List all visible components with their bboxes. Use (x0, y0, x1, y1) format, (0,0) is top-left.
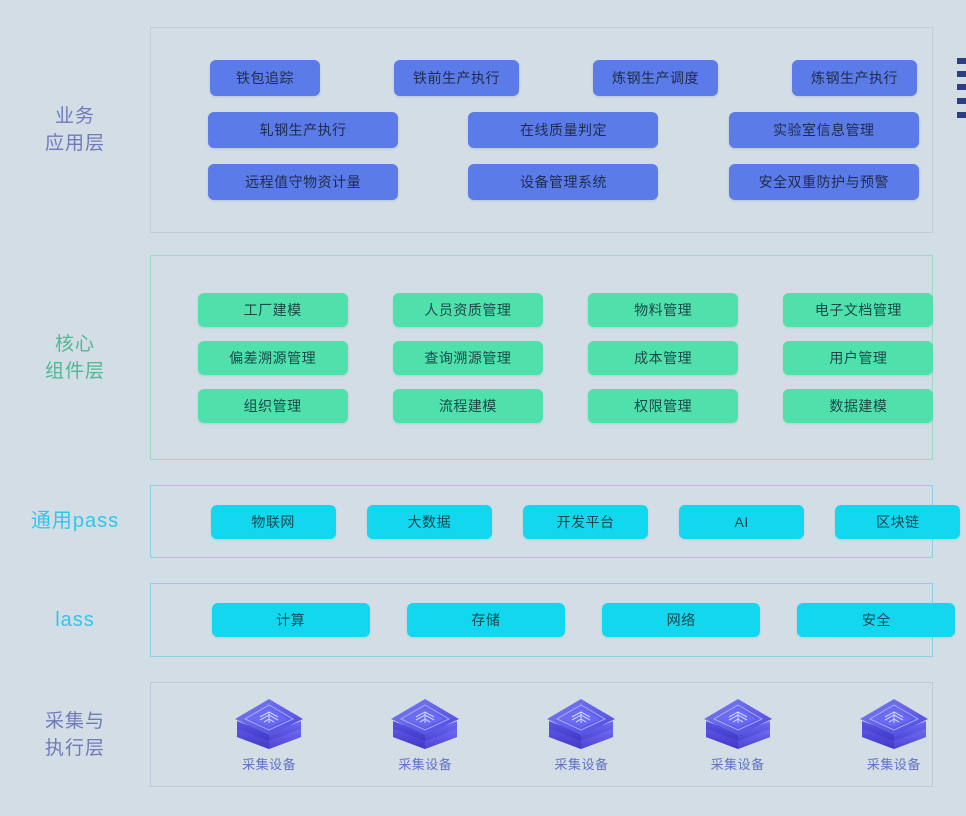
edge-marker (957, 84, 966, 90)
module-chip[interactable]: 数据建模 (783, 388, 934, 423)
module-chip[interactable]: 开发平台 (522, 504, 648, 539)
collection-device-label: 采集设备 (398, 756, 453, 772)
layer-label-line: 组件层 (44, 360, 105, 382)
core-row-1: 工厂建模 人员资质管理 物料管理 电子文档管理 (151, 292, 966, 327)
module-chip[interactable]: 偏差溯源管理 (197, 340, 348, 375)
paas-row-1: 物联网 大数据 开发平台 AI 区块链 (151, 504, 966, 539)
module-chip[interactable]: 电子文档管理 (783, 292, 934, 327)
edge-marker-group (948, 58, 966, 120)
business-row-3: 远程值守物资计量 设备管理系统 安全双重防护与预警 (151, 164, 966, 200)
collection-device-label: 采集设备 (242, 756, 297, 772)
layer-label-business-application: 业务 应用层 (0, 27, 150, 233)
layer-label-general-paas: 通用pass (0, 485, 150, 558)
module-chip[interactable]: 轧钢生产执行 (208, 112, 399, 148)
module-chip[interactable]: 炼钢生产调度 (593, 60, 718, 96)
module-chip[interactable]: 用户管理 (783, 340, 934, 375)
module-chip[interactable]: 工厂建模 (197, 292, 348, 327)
module-chip[interactable]: 实验室信息管理 (728, 112, 919, 148)
business-row-1: 铁包追踪 铁前生产执行 炼钢生产调度 炼钢生产执行 (151, 60, 966, 96)
layer-label-line: 应用层 (44, 133, 105, 154)
collection-device-cube-icon (547, 698, 616, 749)
edge-marker (957, 58, 966, 64)
panel-general-paas: 物联网 大数据 开发平台 AI 区块链 (150, 485, 961, 558)
layer-business-application: 业务 应用层 铁包追踪 铁前生产执行 炼钢生产调度 炼钢生产执行 轧钢生产执行 … (0, 27, 966, 233)
module-chip[interactable]: 流程建模 (392, 388, 543, 423)
layer-label-line: 业务 (54, 106, 95, 127)
module-chip[interactable]: 计算 (211, 603, 370, 637)
panel-business-application: 铁包追踪 铁前生产执行 炼钢生产调度 炼钢生产执行 轧钢生产执行 在线质量判定 … (150, 27, 933, 233)
panel-collection-execution: 采集设备 (150, 682, 933, 787)
edge-marker (957, 112, 966, 118)
module-chip[interactable]: 铁前生产执行 (394, 60, 519, 96)
iaas-row-1: 计算 存储 网络 安全 (151, 603, 966, 637)
module-chip[interactable]: 物联网 (210, 504, 336, 539)
module-chip[interactable]: 人员资质管理 (392, 292, 543, 327)
layer-label-iaas: lass (0, 583, 150, 657)
collection-device-row: 采集设备 (151, 697, 966, 773)
module-chip[interactable]: 远程值守物资计量 (208, 164, 399, 200)
edge-marker (957, 98, 966, 104)
collection-device-cube-icon (391, 698, 460, 749)
module-chip[interactable]: 存储 (406, 603, 565, 637)
panel-core-component: 工厂建模 人员资质管理 物料管理 电子文档管理 偏差溯源管理 查询溯源管理 成本… (150, 255, 934, 460)
module-chip[interactable]: 铁包追踪 (210, 60, 320, 96)
module-chip[interactable]: 成本管理 (588, 340, 739, 375)
module-chip[interactable]: 在线质量判定 (468, 112, 659, 148)
core-row-2: 偏差溯源管理 查询溯源管理 成本管理 用户管理 (151, 340, 966, 375)
module-chip[interactable]: 安全 (797, 603, 956, 637)
collection-device-cube-icon (235, 698, 304, 749)
layer-general-paas: 通用pass 物联网 大数据 开发平台 AI 区块链 (0, 485, 966, 558)
layer-label-line: 采集与 (44, 710, 105, 732)
business-row-2: 轧钢生产执行 在线质量判定 实验室信息管理 (151, 112, 966, 148)
layer-label-line: lass (55, 608, 95, 631)
layer-label-line: 通用pass (30, 510, 120, 532)
collection-device-cube-icon (703, 698, 772, 749)
layer-core-component: 核心 组件层 工厂建模 人员资质管理 物料管理 电子文档管理 偏差溯源管理 查询… (0, 255, 966, 460)
module-chip[interactable]: AI (679, 504, 805, 539)
layer-collection-execution: 采集与 执行层 (0, 682, 966, 787)
layer-label-line: 核心 (54, 333, 95, 355)
layer-label-core-component: 核心 组件层 (0, 255, 150, 460)
collection-device-label: 采集设备 (554, 756, 609, 772)
layer-iaas: lass 计算 存储 网络 安全 (0, 583, 966, 657)
module-chip[interactable]: 组织管理 (197, 388, 348, 423)
collection-device[interactable]: 采集设备 (526, 697, 636, 773)
panel-iaas: 计算 存储 网络 安全 (150, 583, 956, 657)
collection-device[interactable]: 采集设备 (683, 697, 793, 773)
layer-label-collection-execution: 采集与 执行层 (0, 682, 150, 787)
collection-device[interactable]: 采集设备 (370, 697, 480, 773)
collection-device[interactable]: 采集设备 (839, 697, 949, 773)
core-row-3: 组织管理 流程建模 权限管理 数据建模 (151, 388, 966, 423)
module-chip[interactable]: 炼钢生产执行 (792, 60, 917, 96)
module-chip[interactable]: 网络 (602, 603, 761, 637)
module-chip[interactable]: 查询溯源管理 (392, 340, 543, 375)
module-chip[interactable]: 安全双重防护与预警 (728, 164, 919, 200)
module-chip[interactable]: 设备管理系统 (468, 164, 659, 200)
collection-device-cube-icon (859, 698, 928, 749)
collection-device-label: 采集设备 (710, 756, 765, 772)
module-chip[interactable]: 大数据 (366, 504, 492, 539)
collection-device[interactable]: 采集设备 (214, 697, 324, 773)
edge-marker (957, 71, 966, 77)
module-chip[interactable]: 权限管理 (588, 388, 739, 423)
module-chip[interactable]: 区块链 (835, 504, 961, 539)
module-chip[interactable]: 物料管理 (588, 292, 739, 327)
collection-device-label: 采集设备 (866, 756, 921, 772)
layer-label-line: 执行层 (44, 737, 105, 759)
